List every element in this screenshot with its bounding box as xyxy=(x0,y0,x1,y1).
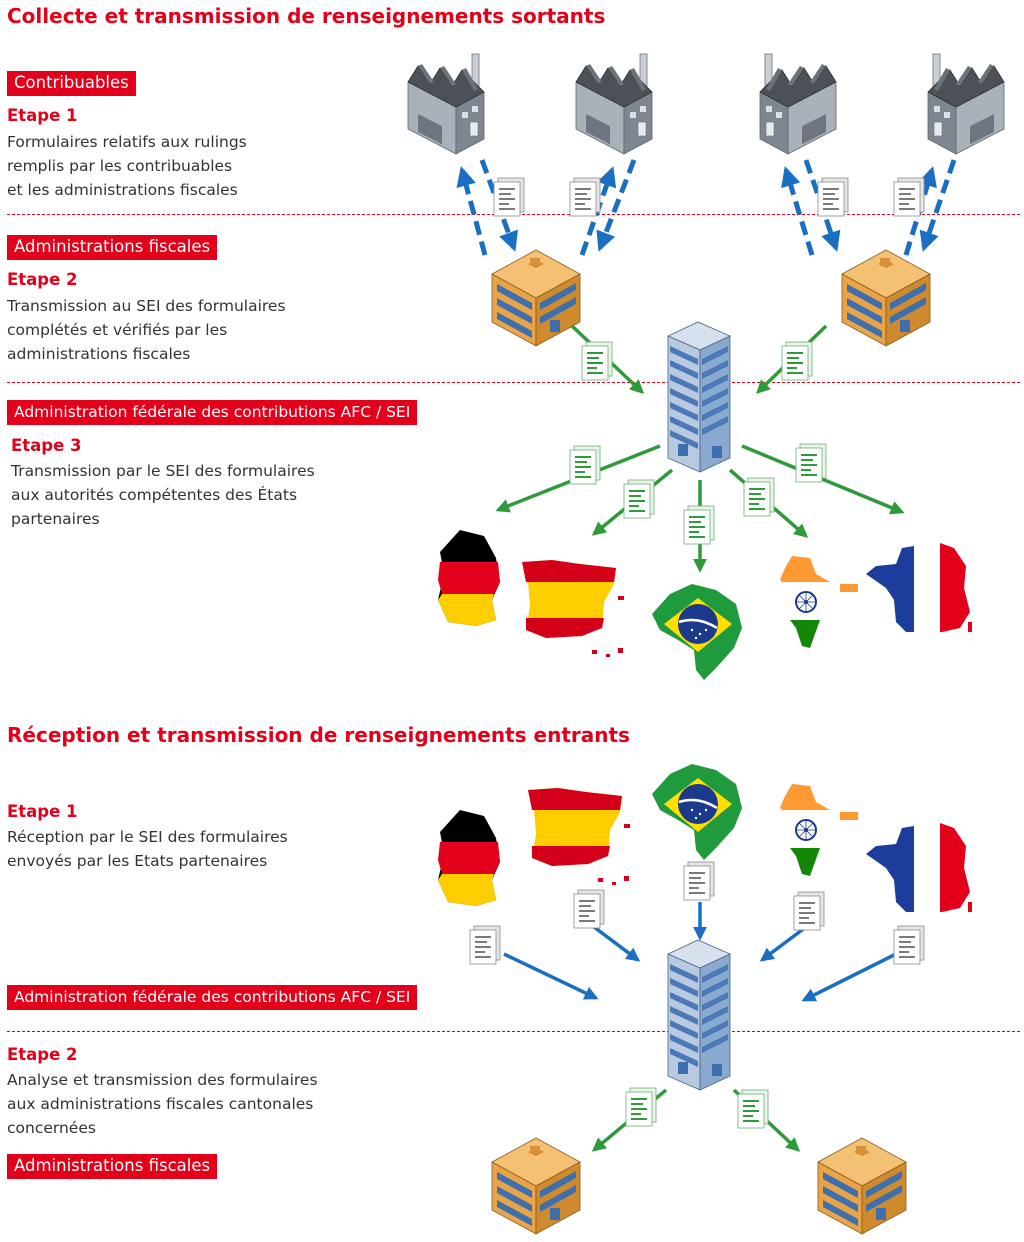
document-icon xyxy=(781,341,813,381)
divider-line xyxy=(7,382,1020,383)
flag-map-india-icon xyxy=(779,555,859,649)
document-icon xyxy=(625,1087,657,1127)
factory-icon xyxy=(407,53,485,155)
blue-arrows-step1 xyxy=(456,159,957,256)
document-icon xyxy=(795,443,827,483)
document-icon xyxy=(573,889,605,929)
document-icon xyxy=(493,177,525,217)
federal-tower-icon xyxy=(667,321,731,473)
flag-map-india-icon xyxy=(779,783,859,877)
flag-map-germany-icon xyxy=(438,530,500,626)
tax-admin-label-incoming: Administrations fiscales xyxy=(7,1154,218,1179)
outgoing-step1-title: Etape 1 xyxy=(7,106,78,125)
federal-tower-icon xyxy=(667,939,731,1091)
outgoing-step3-text: Transmission par le SEI des formulaires … xyxy=(11,462,315,528)
incoming-step2-title: Etape 2 xyxy=(7,1045,78,1064)
tax-office-icon xyxy=(491,1137,581,1235)
tax-admin-label: Administrations fiscales xyxy=(7,235,218,260)
document-icon xyxy=(623,479,655,519)
document-icon xyxy=(793,891,825,931)
flag-map-brazil-icon xyxy=(650,762,744,862)
incoming-title: Réception et transmission de renseigneme… xyxy=(7,723,630,747)
document-icon xyxy=(469,925,501,965)
flag-map-germany-icon xyxy=(438,810,500,906)
outgoing-step3-title: Etape 3 xyxy=(11,436,82,455)
document-icon xyxy=(569,445,601,485)
outgoing-step2-text: Transmission au SEI des formulaires comp… xyxy=(7,297,286,363)
flag-map-france-icon xyxy=(866,822,972,912)
factory-icon xyxy=(575,53,653,155)
federal-admin-label: Administration fédérale des contribution… xyxy=(7,400,418,425)
tax-office-icon xyxy=(491,249,581,347)
flag-map-spain-icon xyxy=(522,560,624,657)
outgoing-title: Collecte et transmission de renseignemen… xyxy=(7,4,606,28)
outgoing-step2-title: Etape 2 xyxy=(7,270,78,289)
document-icon xyxy=(737,1089,769,1129)
incoming-step1-text: Réception par le SEI des formulaires env… xyxy=(7,828,288,870)
tax-office-icon xyxy=(817,1137,907,1235)
incoming-step2-text: Analyse et transmission des formulaires … xyxy=(7,1071,318,1137)
taxpayers-label: Contribuables xyxy=(7,71,136,96)
factory-icon xyxy=(927,53,1005,155)
document-icon xyxy=(817,177,849,217)
flag-map-spain-icon xyxy=(528,788,630,885)
flag-map-brazil-icon xyxy=(650,582,744,682)
document-icon xyxy=(743,477,775,517)
document-icon xyxy=(683,505,715,545)
divider-line xyxy=(7,1031,1020,1032)
document-icon xyxy=(581,341,613,381)
flag-map-france-icon xyxy=(866,542,972,632)
document-icon xyxy=(893,925,925,965)
tax-office-icon xyxy=(841,249,931,347)
outgoing-step1-text: Formulaires relatifs aux rulings remplis… xyxy=(7,133,247,199)
incoming-step1-title: Etape 1 xyxy=(7,802,78,821)
factory-icon xyxy=(759,53,837,155)
document-icon xyxy=(683,861,715,901)
document-icon xyxy=(569,177,601,217)
federal-admin-label-incoming: Administration fédérale des contribution… xyxy=(7,985,418,1010)
document-icon xyxy=(893,177,925,217)
